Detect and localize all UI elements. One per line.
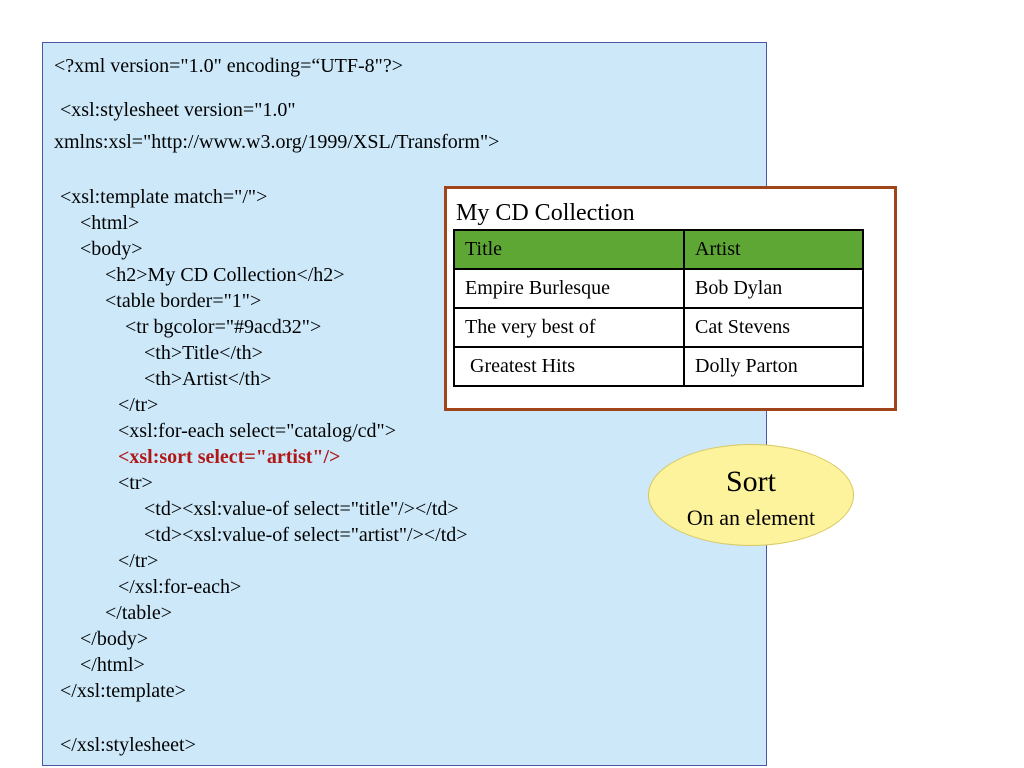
code-line-html-close: </html>	[80, 654, 145, 676]
code-line-tr-bgcolor: <tr bgcolor="#9acd32">	[125, 316, 322, 338]
callout-subtitle: On an element	[686, 505, 816, 530]
cell-artist: Cat Stevens	[683, 307, 864, 348]
cell-title: The very best of	[453, 307, 685, 348]
code-line-td-artist: <td><xsl:value-of select="artist"/></td>	[144, 524, 468, 546]
table-header-row: Title Artist	[453, 229, 864, 270]
code-line-tr-close: </tr>	[118, 394, 159, 416]
code-line-for-each-close: </xsl:for-each>	[118, 576, 242, 598]
code-line-h2: <h2>My CD Collection</h2>	[105, 264, 345, 286]
rendered-output-box: My CD Collection Title Artist Empire Bur…	[444, 186, 897, 411]
header-artist: Artist	[683, 229, 864, 270]
code-line-xml-declaration: <?xml version="1.0" encoding=“UTF-8"?>	[54, 55, 403, 77]
cd-table: Title Artist Empire Burlesque Bob Dylan …	[453, 229, 864, 387]
code-line-sort-highlight: <xsl:sort select="artist"/>	[118, 446, 341, 468]
code-line-template-open: <xsl:template match="/">	[60, 186, 268, 208]
table-row: Greatest Hits Dolly Parton	[453, 346, 864, 387]
code-line-tr-open: <tr>	[118, 472, 153, 494]
code-line-table-open: <table border="1">	[105, 290, 262, 312]
code-line-for-each-open: <xsl:for-each select="catalog/cd">	[118, 420, 396, 442]
code-line-body-open: <body>	[80, 238, 143, 260]
code-line-tr-close-2: </tr>	[118, 550, 159, 572]
header-title: Title	[453, 229, 685, 270]
code-line-table-close: </table>	[105, 602, 172, 624]
code-line-html-open: <html>	[80, 212, 140, 234]
callout-title: Sort	[725, 465, 776, 498]
code-line-th-artist: <th>Artist</th>	[144, 368, 272, 390]
code-line-th-title: <th>Title</th>	[144, 342, 263, 364]
code-line-template-close: </xsl:template>	[60, 680, 186, 702]
cell-title: Empire Burlesque	[453, 268, 685, 309]
table-row: The very best of Cat Stevens	[453, 307, 864, 348]
code-line-td-title: <td><xsl:value-of select="title"/></td>	[144, 498, 459, 520]
cell-artist: Bob Dylan	[683, 268, 864, 309]
code-line-stylesheet-close: </xsl:stylesheet>	[60, 734, 196, 756]
code-line-xmlns: xmlns:xsl="http://www.w3.org/1999/XSL/Tr…	[54, 131, 500, 153]
cell-title: Greatest Hits	[453, 346, 685, 387]
code-line-stylesheet-open: <xsl:stylesheet version="1.0"	[60, 99, 296, 121]
output-heading: My CD Collection	[456, 200, 635, 226]
cell-artist: Dolly Parton	[683, 346, 864, 387]
code-line-body-close: </body>	[80, 628, 149, 650]
sort-callout: Sort On an element	[648, 444, 854, 546]
table-row: Empire Burlesque Bob Dylan	[453, 268, 864, 309]
